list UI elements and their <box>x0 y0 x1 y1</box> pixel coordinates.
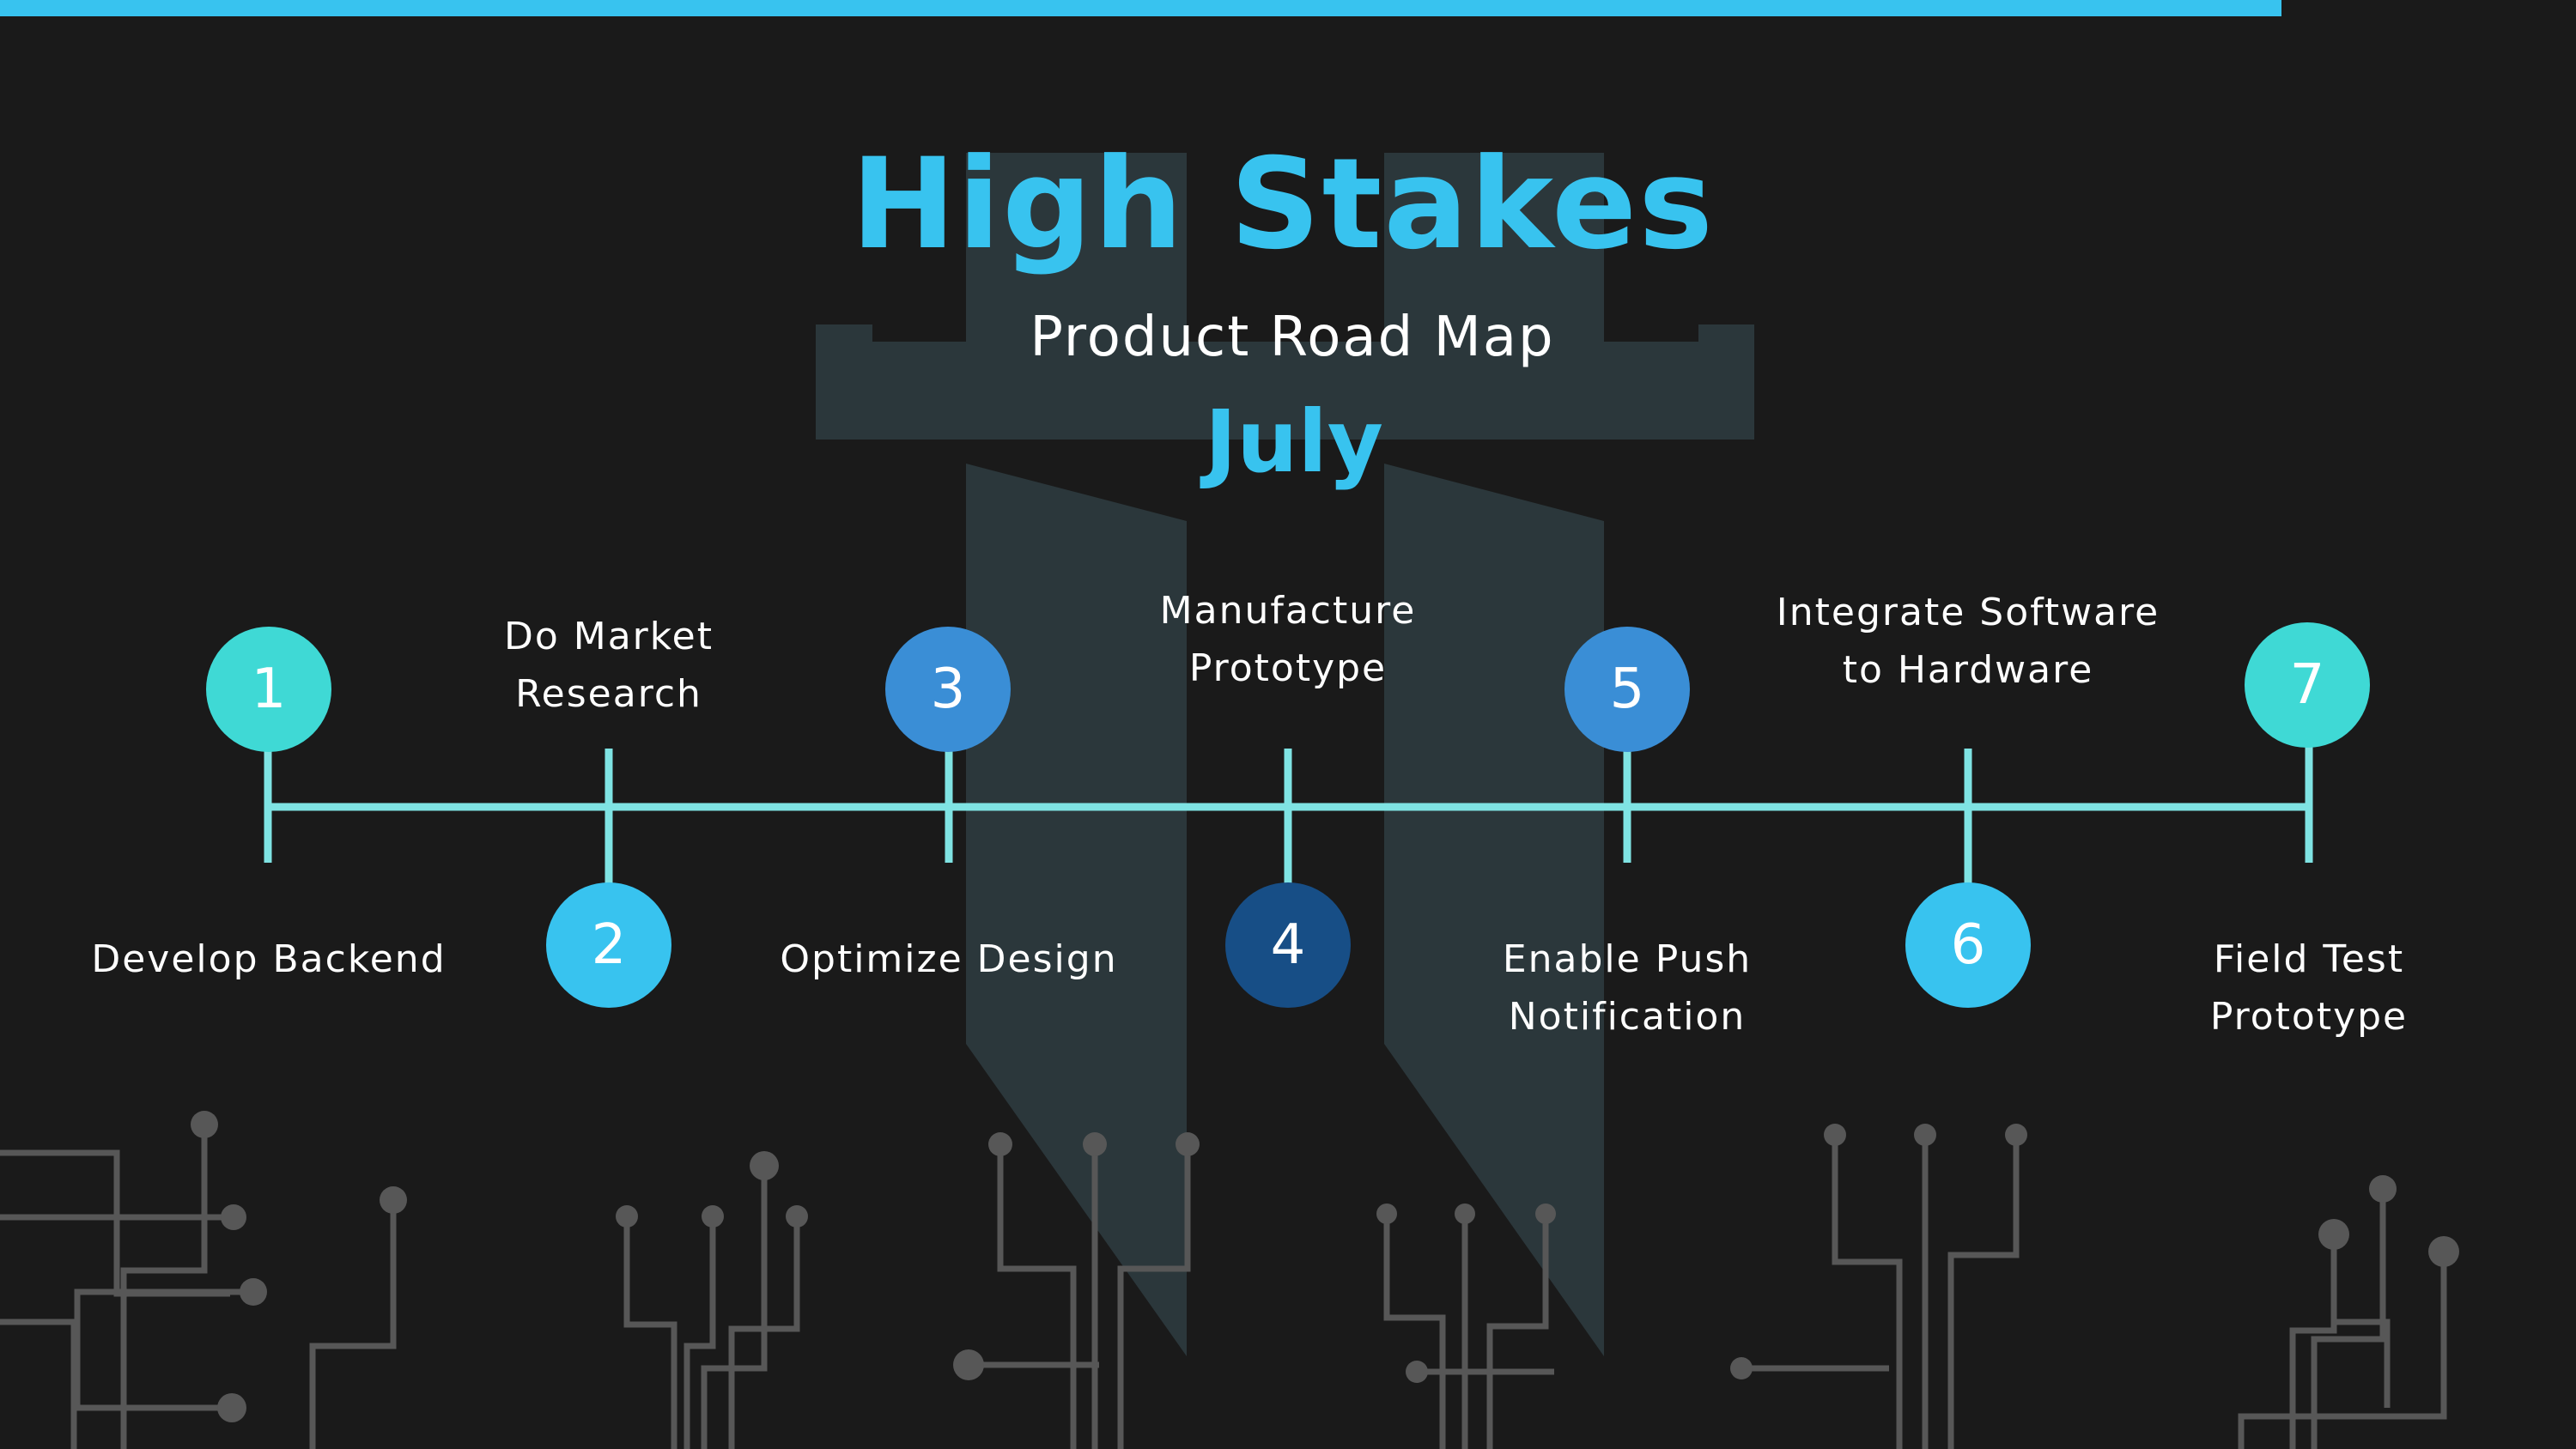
milestone-5-label: Enable Push Notification <box>1430 931 1825 1046</box>
milestone-4-number: 4 <box>1270 913 1306 977</box>
milestone-6-label-line-2: to Hardware <box>1842 648 2094 692</box>
milestone-1-number: 1 <box>251 658 287 721</box>
milestone-7-circle: 7 <box>2245 622 2370 748</box>
milestone-2-number: 2 <box>591 913 627 977</box>
circuit-decoration <box>0 1125 2447 1449</box>
milestone-6-circle: 6 <box>1905 882 2031 1008</box>
watermark-logo <box>816 153 1754 1356</box>
milestone-7-label-line-1: Field Test <box>2213 937 2405 981</box>
top-accent-bar <box>0 0 2281 16</box>
milestone-5-label-line-1: Enable Push <box>1502 937 1753 981</box>
milestone-5-circle: 5 <box>1564 627 1690 752</box>
milestone-6-label-line-1: Integrate Software <box>1776 591 2160 634</box>
milestone-1-label-line-1: Develop Backend <box>91 937 447 981</box>
milestone-4-label-line-2: Prototype <box>1188 646 1388 690</box>
milestone-6-label: Integrate Software to Hardware <box>1771 584 2166 699</box>
milestone-7-number: 7 <box>2289 653 2325 717</box>
page-title: High Stakes <box>850 131 1716 277</box>
milestone-3-label-line-1: Optimize Design <box>780 937 1118 981</box>
milestone-3-label: Optimize Design <box>751 931 1146 988</box>
milestone-1-label: Develop Backend <box>71 931 466 988</box>
milestone-2-label-line-2: Research <box>515 672 702 716</box>
milestone-6-number: 6 <box>1950 913 1986 977</box>
milestone-4-label: Manufacture Prototype <box>1091 582 1485 697</box>
milestone-4-label-line-1: Manufacture <box>1159 589 1417 633</box>
milestone-7-label: Field Test Prototype <box>2111 931 2506 1046</box>
milestone-2-label: Do Market Research <box>411 608 806 723</box>
milestone-5-number: 5 <box>1609 658 1645 721</box>
milestone-2-label-line-1: Do Market <box>503 615 714 658</box>
milestone-4-circle: 4 <box>1225 882 1351 1008</box>
milestone-5-label-line-2: Notification <box>1508 995 1747 1039</box>
circuit-nodes <box>191 1111 2459 1422</box>
milestone-1-circle: 1 <box>206 627 331 752</box>
month-label: July <box>1205 391 1383 492</box>
milestone-3-number: 3 <box>930 658 966 721</box>
milestone-7-label-line-2: Prototype <box>2209 995 2409 1039</box>
page-subtitle: Product Road Map <box>1030 306 1555 369</box>
milestone-2-circle: 2 <box>546 882 671 1008</box>
milestone-3-circle: 3 <box>885 627 1011 752</box>
